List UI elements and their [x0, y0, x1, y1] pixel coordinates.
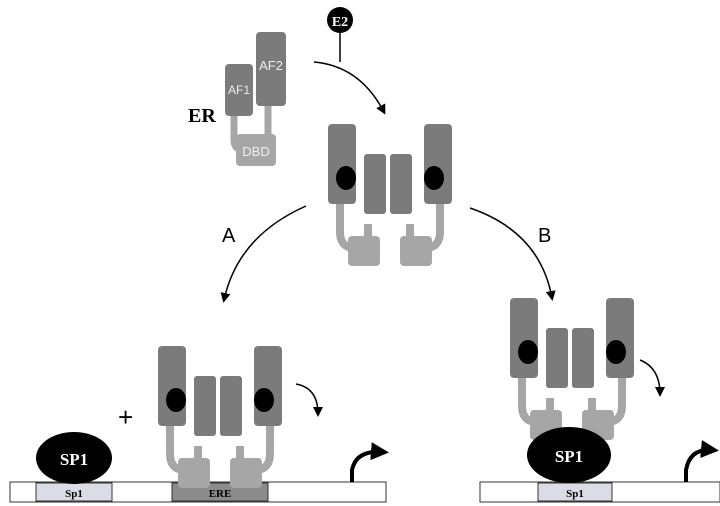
er-label: ER	[188, 105, 216, 127]
binding-arrow	[313, 61, 386, 115]
e2-ligand	[327, 7, 353, 33]
sp1-site-left-label: Sp1	[65, 488, 83, 500]
sp1-protein-right	[527, 427, 611, 483]
af2-domain	[256, 32, 286, 106]
activation-arrow-left	[295, 383, 323, 417]
af1-label: AF1	[228, 83, 250, 97]
pathway-a-label: A	[222, 225, 236, 247]
pathway-a-arrow	[220, 205, 307, 303]
sp1-protein-left	[36, 432, 112, 484]
sp1-protein-right-label: SP1	[555, 447, 583, 466]
activation-arrow-right	[639, 359, 665, 397]
pathway-b-arrow	[469, 207, 556, 301]
pathway-b-label: B	[538, 225, 551, 247]
sp1-protein-left-label: SP1	[60, 450, 88, 469]
er-dimer-center	[328, 124, 452, 266]
sp1-site-right-label: Sp1	[566, 488, 584, 500]
ere-site-label: ERE	[209, 488, 232, 500]
er-monomer: DBD AF1 AF2	[225, 32, 286, 166]
e2-label: E2	[332, 15, 348, 30]
dbd-label: DBD	[242, 144, 269, 159]
af2-label: AF2	[259, 58, 283, 73]
transcription-arrow-right	[684, 440, 719, 482]
transcription-arrow-left	[350, 442, 389, 482]
sp1-site-right	[537, 482, 613, 502]
er-dimer-right	[510, 298, 634, 440]
dbd-domain	[236, 134, 276, 166]
af1-domain	[225, 64, 253, 116]
er-dimer-left	[158, 346, 282, 488]
plus-sign: +	[118, 402, 133, 432]
